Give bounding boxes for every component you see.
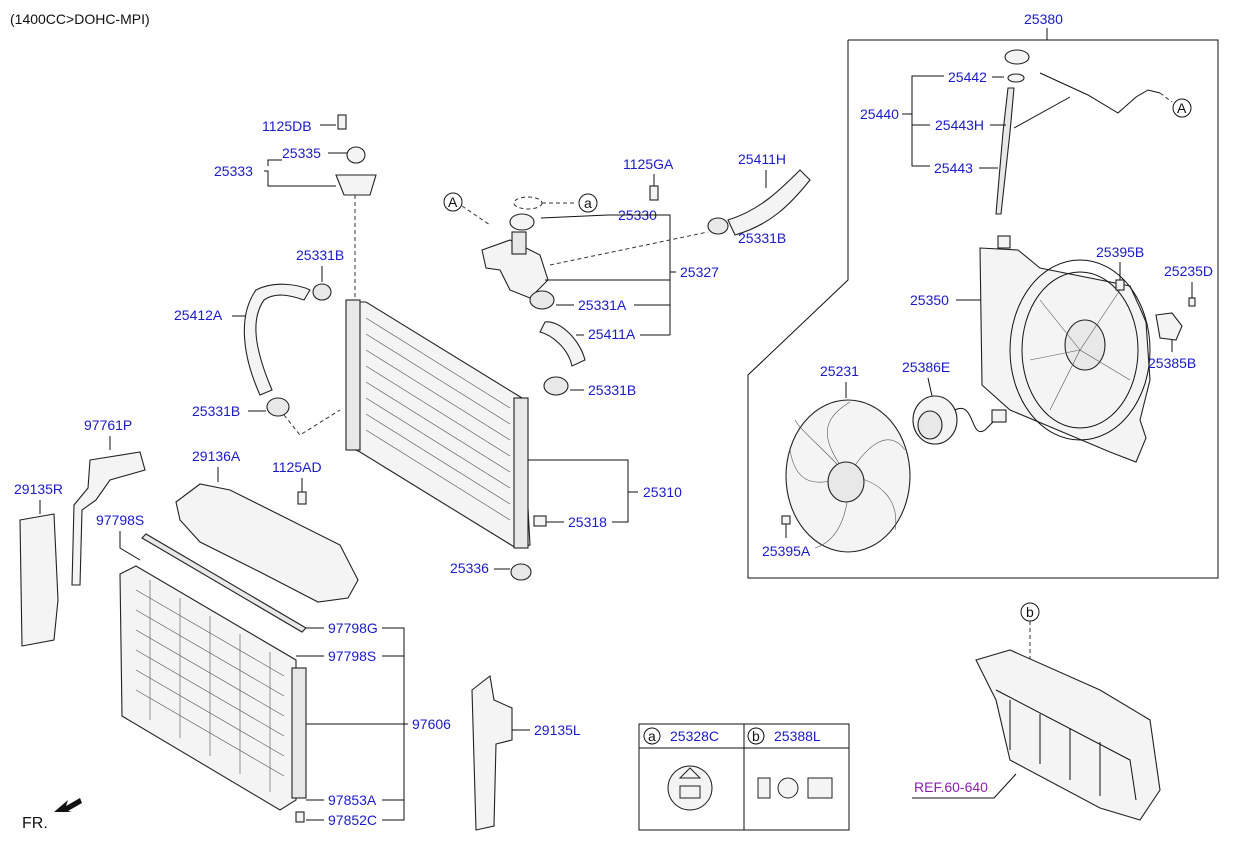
- label-25411A[interactable]: 25411A: [588, 326, 636, 342]
- legend-key-a: a: [648, 728, 656, 744]
- label-25395A[interactable]: 25395A: [762, 543, 811, 559]
- insulator-25335: [346, 146, 366, 164]
- insulator-25336: [510, 563, 532, 581]
- carrier-group: b REF.60-640: [912, 602, 1161, 821]
- bracket-97761P: [71, 451, 146, 586]
- bracket-25333: [335, 174, 377, 196]
- warning-label-b-icon: [757, 777, 771, 799]
- label-25412A[interactable]: 25412A: [174, 307, 223, 323]
- label-97606[interactable]: 97606: [412, 716, 451, 732]
- callout-A-right: A: [1177, 100, 1187, 116]
- label-97761P[interactable]: 97761P: [84, 417, 132, 433]
- label-97798S-a[interactable]: 97798S: [96, 512, 144, 528]
- hose-25411A: [539, 321, 586, 367]
- upper-hoses-group: 1125DB 25335 25333 1125GA 25411H 25331B …: [174, 114, 811, 436]
- hose-25411H: [727, 169, 811, 236]
- fan-shroud: [979, 247, 1151, 463]
- label-29135R[interactable]: 29135R: [14, 481, 63, 497]
- legend-key-b: b: [752, 728, 760, 744]
- label-25385B[interactable]: 25385B: [1148, 355, 1196, 371]
- radiator-group: 25310 25318 25336: [345, 299, 682, 581]
- label-25331B-b[interactable]: 25331B: [588, 382, 636, 398]
- label-29135L[interactable]: 29135L: [534, 722, 581, 738]
- label-25411H[interactable]: 25411H: [738, 151, 786, 167]
- label-25231[interactable]: 25231: [820, 363, 859, 379]
- fan-assembly-outline: [747, 39, 1219, 579]
- label-25442[interactable]: 25442: [948, 69, 987, 85]
- shield-29136A: [175, 483, 359, 603]
- callout-circle-a[interactable]: [578, 193, 598, 213]
- legend-table: a 25328C b 25388L: [638, 723, 850, 831]
- label-25336[interactable]: 25336: [450, 560, 489, 576]
- resistor-25385B: [1155, 312, 1183, 341]
- label-25331A[interactable]: 25331A: [578, 297, 627, 313]
- callout-a: a: [584, 195, 592, 211]
- label-25327[interactable]: 25327: [680, 264, 719, 280]
- legend-part-b[interactable]: 25388L: [774, 728, 821, 744]
- guard-29135R: [19, 513, 59, 647]
- label-25235D[interactable]: 25235D: [1164, 263, 1213, 279]
- label-25331B-a[interactable]: 25331B: [738, 230, 786, 246]
- callout-b: b: [1026, 604, 1034, 620]
- label-25333[interactable]: 25333: [214, 163, 253, 179]
- label-97853A[interactable]: 97853A: [328, 792, 377, 808]
- ref-link-60-640[interactable]: REF.60-640: [914, 779, 988, 795]
- label-25310[interactable]: 25310: [643, 484, 682, 500]
- reservoir-cap: [1004, 49, 1030, 65]
- hose-25412A: [243, 283, 311, 396]
- front-direction-label: FR.: [22, 815, 48, 832]
- label-25380[interactable]: 25380: [1024, 11, 1063, 27]
- label-25331B-c[interactable]: 25331B: [296, 247, 344, 263]
- engine-spec-title: (1400CC>DOHC-MPI): [10, 11, 150, 27]
- callout-circle-A-left[interactable]: [443, 192, 463, 212]
- label-25443[interactable]: 25443: [934, 160, 973, 176]
- reservoir-hose: [995, 87, 1015, 215]
- label-25318[interactable]: 25318: [568, 514, 607, 530]
- condenser-group: 97761P 29135R 29136A 1125AD 97798S 97798…: [14, 417, 581, 832]
- label-25331B-d[interactable]: 25331B: [192, 403, 240, 419]
- caution-label-a-icon: [667, 765, 713, 811]
- legend-part-a[interactable]: 25328C: [670, 728, 719, 744]
- cap-25330: [509, 213, 535, 231]
- label-25440[interactable]: 25440: [860, 106, 899, 122]
- guard-29135L: [471, 674, 513, 831]
- front-arrow-icon: [54, 798, 82, 812]
- receiver-drier: [291, 667, 307, 799]
- label-25443H[interactable]: 25443H: [935, 117, 984, 133]
- label-97798S-b[interactable]: 97798S: [328, 648, 376, 664]
- label-25386E[interactable]: 25386E: [902, 359, 950, 375]
- front-end-carrier: [975, 649, 1161, 821]
- callout-circle-A-right[interactable]: [1172, 98, 1192, 118]
- label-25395B[interactable]: 25395B: [1096, 244, 1144, 260]
- label-97798G[interactable]: 97798G: [328, 620, 378, 636]
- label-97852C[interactable]: 97852C: [328, 812, 377, 828]
- label-25335[interactable]: 25335: [282, 145, 321, 161]
- label-1125GA[interactable]: 1125GA: [623, 156, 674, 172]
- condenser-97606: [119, 565, 297, 811]
- label-1125AD[interactable]: 1125AD: [272, 459, 322, 475]
- callout-A-left: A: [448, 194, 458, 210]
- label-1125DB[interactable]: 1125DB: [262, 118, 312, 134]
- label-25350[interactable]: 25350: [910, 292, 949, 308]
- fan-assembly-group: 25380 A 25442 25440 25443H 25443 25350 2…: [747, 11, 1219, 579]
- label-29136A[interactable]: 29136A: [192, 448, 241, 464]
